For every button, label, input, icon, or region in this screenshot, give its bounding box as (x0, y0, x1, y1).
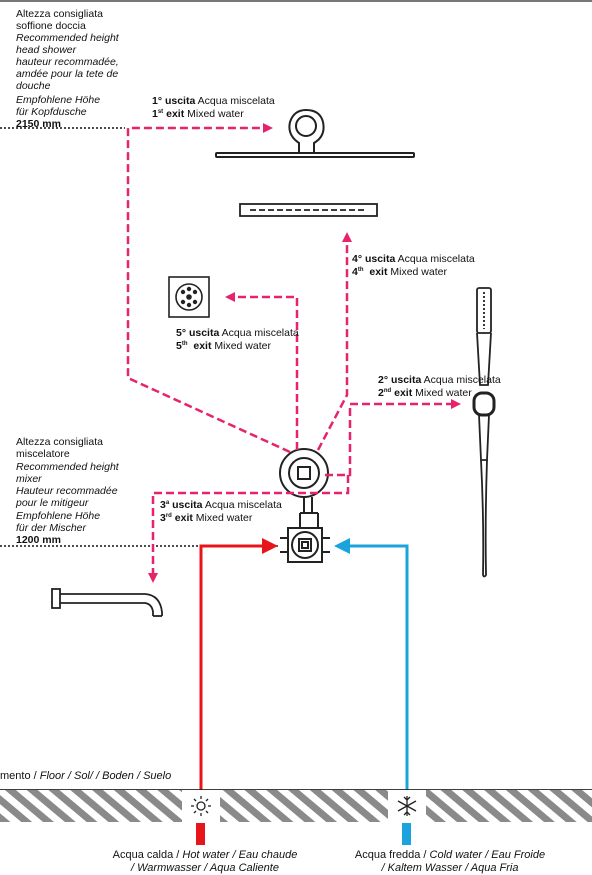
exit-1-en-sup: st (157, 109, 164, 115)
hot-water-legend: Acqua calda / Hot water / Eau chaude / W… (100, 849, 310, 875)
exit-3-it-sup: a (165, 500, 170, 506)
floor-label: mento / Floor / Sol/ / Boden / Suelo (0, 770, 171, 782)
shower-height-de: Empfohlene Höhe (16, 94, 101, 106)
exit-3-num-en: 3 (160, 512, 166, 524)
exit-2-num-it: 2 (378, 374, 384, 386)
exit-3-en-desc: Mixed water (195, 512, 253, 524)
exit-3-exit: exit (174, 512, 193, 524)
exit-1-it-sup: ° (157, 95, 163, 107)
exit-2-en-sup: nd (383, 388, 392, 394)
shower-height-it2: soffione doccia (16, 20, 86, 32)
exit-5-it-desc: Acqua miscelata (221, 327, 299, 339)
cold-legend-line2: / Kaltem Wasser / Aqua Fria (381, 862, 519, 874)
exit-1-it-desc: Acqua miscelata (197, 95, 275, 107)
exit-1-num-en: 1 (152, 108, 158, 120)
cold-swatch (402, 823, 411, 845)
shower-height-fr3: douche (16, 80, 51, 92)
hot-legend-it: Acqua calda / (112, 849, 183, 861)
shower-height-fr2: amdée pour la tete de (16, 68, 119, 80)
exit-5-en-desc: Mixed water (214, 340, 271, 352)
cold-legend-en: Cold water / Eau Froide (429, 849, 546, 861)
exit-1-num-it: 1 (152, 95, 158, 107)
exit-3-uscita: uscita (172, 499, 203, 511)
exit-4-en-sup: th (357, 267, 364, 273)
exit-4-it-desc: Acqua miscelata (397, 253, 475, 265)
shower-height-value: 2150 mm (16, 118, 61, 130)
body-jet (168, 276, 210, 318)
hot-arrow (262, 538, 278, 554)
exit-4-it-sup: ° (357, 253, 363, 265)
exit-4-num-en: 4 (352, 266, 358, 278)
mixer-height-it2: miscelatore (16, 448, 70, 460)
exit-4-label: 4° uscita Acqua miscelata 4th exit Mixed… (352, 253, 475, 279)
bath-spout (51, 588, 163, 617)
exit-5-num-it: 5 (176, 327, 182, 339)
hot-swatch (196, 823, 205, 845)
mixer (280, 512, 330, 563)
cold-legend-it: Acqua fredda / (354, 849, 430, 861)
exit-3-label: 3a uscita Acqua miscelata 3rd exit Mixed… (160, 499, 282, 525)
exit-4-num-it: 4 (352, 253, 358, 265)
waterfall-outlet (239, 203, 378, 217)
hot-legend-line2: / Warmwasser / Aqua Caliente (131, 862, 279, 874)
head-shower (215, 108, 415, 158)
diverter (279, 448, 329, 513)
exit-2-exit: exit (394, 387, 413, 399)
mixer-height-en: Recommended height (16, 461, 119, 473)
exit-5-exit: exit (193, 340, 212, 352)
mixer-height-fr: Hauteur recommadée (16, 485, 118, 497)
exit-2-uscita: uscita (390, 374, 422, 386)
shower-height-it: Altezza consigliata (16, 8, 103, 20)
exit-5-label: 5° uscita Acqua miscelata 5th exit Mixed… (176, 327, 299, 353)
exit-3-en-sup: rd (165, 513, 172, 519)
exit-2-it-desc: Acqua miscelata (423, 374, 501, 386)
exit-2-en-desc: Mixed water (415, 387, 472, 399)
floor-label-rest: Floor / Sol/ / Boden / Suelo (39, 770, 172, 782)
exit-1-exit: exit (166, 108, 185, 120)
exit-5-num-en: 5 (176, 340, 182, 352)
exit-5-it-sup: ° (181, 327, 187, 339)
mixer-height-de2: für der Mischer (16, 522, 87, 534)
exit-4-uscita: uscita (364, 253, 396, 265)
sun-icon (191, 796, 211, 816)
exit-2-it-sup: ° (383, 374, 389, 386)
exit-3-num-it: 3 (160, 499, 166, 511)
mixer-height-fr2: pour le mitigeur (16, 497, 89, 509)
exit-2-num-en: 2 (378, 387, 384, 399)
mixer-height-en2: mixer (16, 473, 42, 485)
shower-height-en: Recommended height (16, 32, 119, 44)
snowflake-icon (397, 796, 417, 816)
exit-1-label: 1° uscita Acqua miscelata 1st exit Mixed… (152, 95, 275, 121)
exit-1-uscita: uscita (164, 95, 196, 107)
cold-arrow (334, 538, 350, 554)
exit-5-en-sup: th (181, 341, 188, 347)
mixer-height-value: 1200 mm (16, 534, 61, 546)
cold-supply-line (350, 544, 409, 790)
shower-height-fr: hauteur recommadée, (16, 56, 119, 68)
exit-5-uscita: uscita (188, 327, 220, 339)
exit-4-exit: exit (369, 266, 388, 278)
mixer-height-it: Altezza consigliata (16, 436, 103, 448)
cold-water-legend: Acqua fredda / Cold water / Eau Froide /… (330, 849, 570, 875)
exit-3-it-desc: Acqua miscelata (204, 499, 282, 511)
hand-shower (472, 287, 496, 578)
floor-hatch (0, 790, 592, 822)
shower-height-de2: für Kopfdusche (16, 106, 87, 118)
mixed-water-routes (126, 123, 461, 583)
hot-legend-en: Hot water / Eau chaude (182, 849, 298, 861)
exit-2-label: 2° uscita Acqua miscelata 2nd exit Mixed… (378, 374, 501, 400)
hot-supply-line (199, 544, 262, 790)
exit-1-en-desc: Mixed water (187, 108, 244, 120)
mixer-height-de: Empfohlene Höhe (16, 510, 101, 522)
floor-label-prefix: mento / (0, 770, 40, 782)
exit-4-en-desc: Mixed water (390, 266, 447, 278)
shower-height-en2: head shower (16, 44, 77, 56)
hot-gap (182, 790, 220, 822)
